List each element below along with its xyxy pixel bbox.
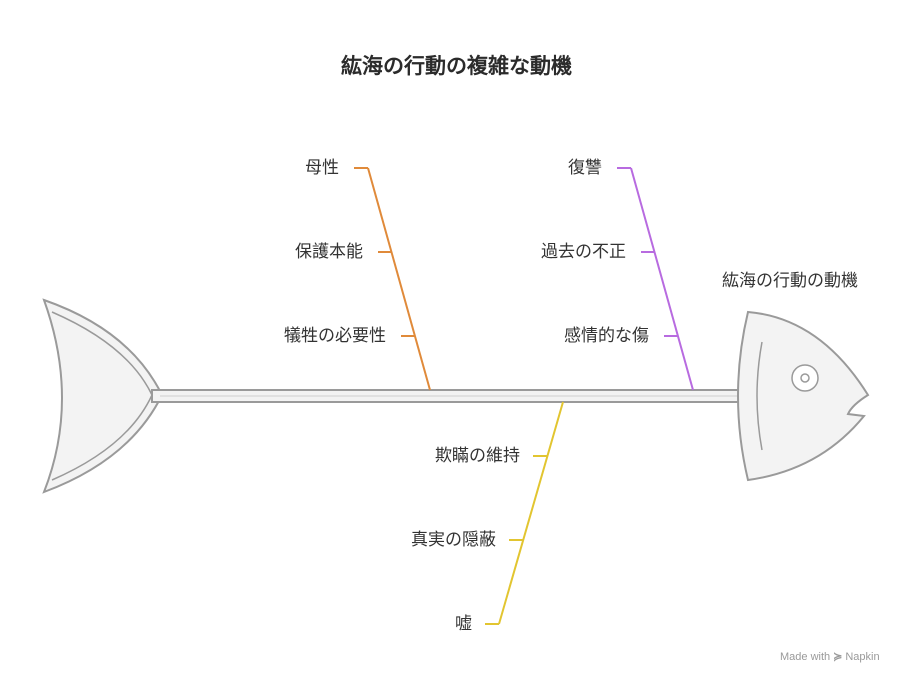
credit-prefix: Made with (780, 651, 831, 663)
branch-line-orange (367, 167, 431, 391)
cause-label-revenge: 復讐 (568, 158, 602, 178)
cause-label-emotional-wound: 感情的な傷 (564, 326, 649, 346)
fish-tail (42, 298, 164, 494)
fish-head (737, 310, 870, 482)
cause-label-protective-instinct: 保護本能 (295, 242, 363, 262)
branch-line-purple (630, 167, 694, 391)
cause-label-hiding-truth: 真実の隠蔽 (411, 530, 496, 550)
cause-label-need-for-sacrifice: 犠牲の必要性 (284, 326, 386, 346)
cause-label-maternal: 母性 (305, 158, 339, 178)
napkin-logo-icon: ≽ (833, 651, 843, 663)
made-with-credit[interactable]: Made with≽Napkin (780, 650, 880, 663)
credit-brand: Napkin (845, 651, 880, 663)
cause-label-past-injustice: 過去の不正 (541, 242, 626, 262)
diagram-title: 紘海の行動の複雑な動機 (341, 54, 572, 78)
fish-gill (756, 341, 763, 451)
cause-label-lie: 嘘 (455, 614, 472, 634)
effect-label: 紘海の行動の動機 (722, 271, 858, 291)
cause-label-maintaining-deception: 欺瞞の維持 (435, 446, 520, 466)
branch-line-yellow (498, 401, 564, 625)
fish-pupil (800, 373, 810, 383)
